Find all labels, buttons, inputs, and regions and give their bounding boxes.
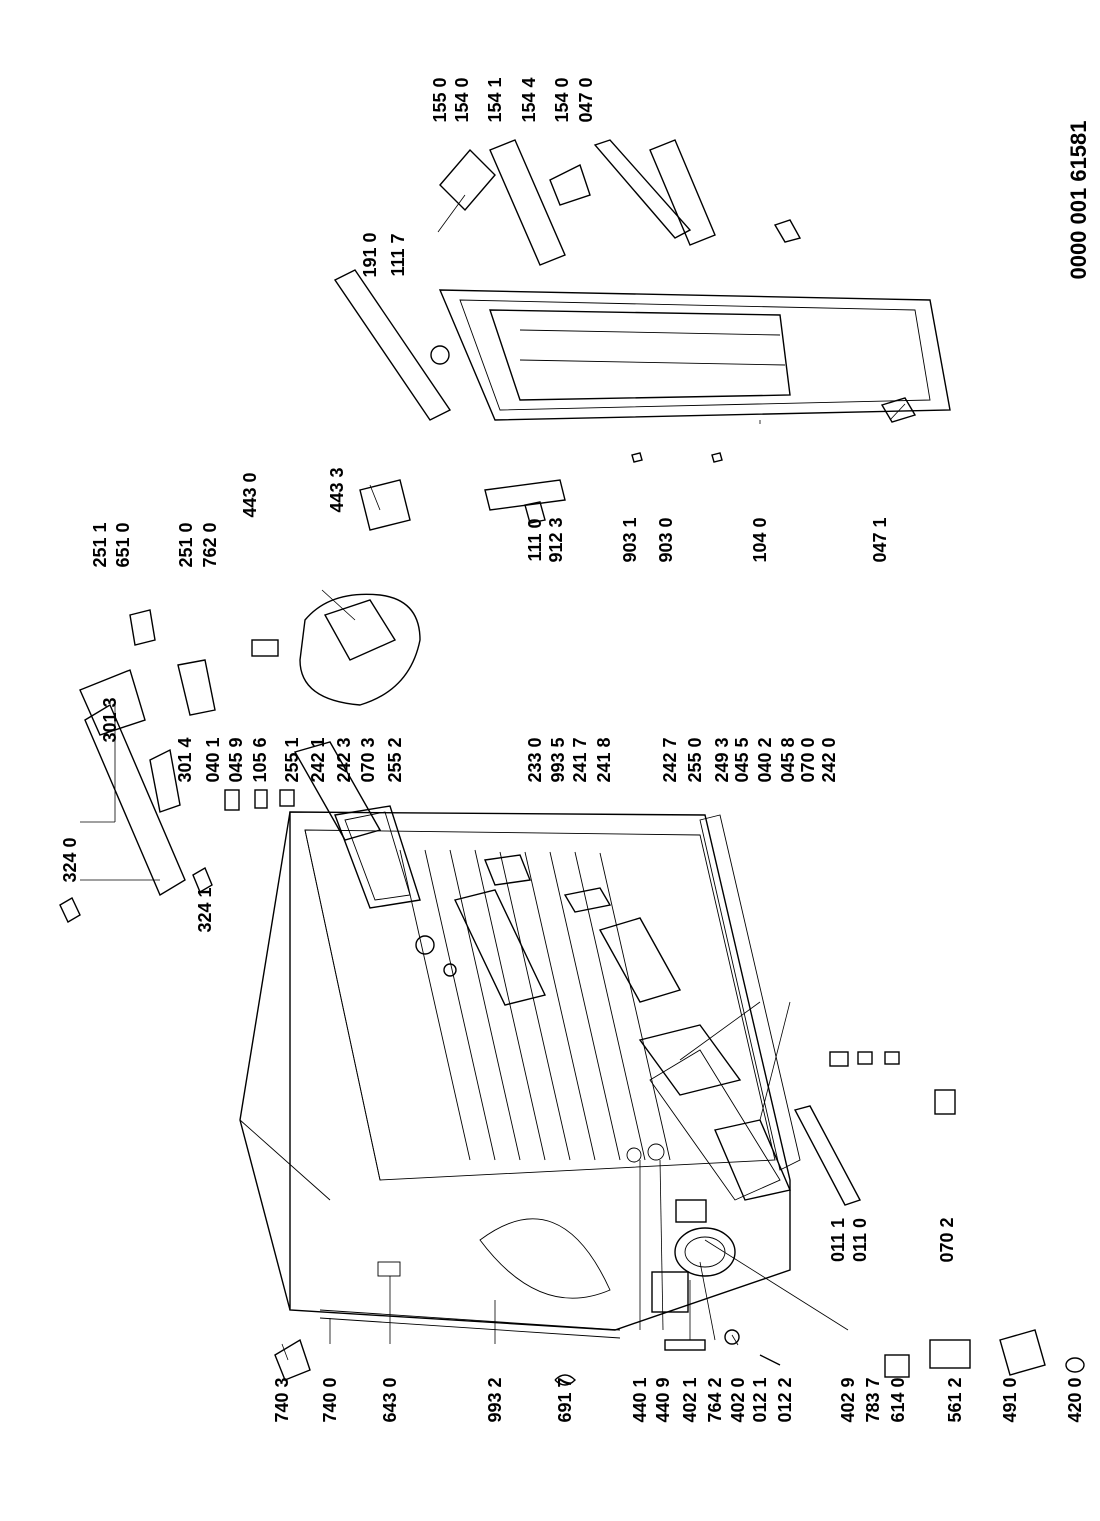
callout-561-2: 561 2 [945,1377,965,1422]
callout-154-1: 154 1 [485,77,505,122]
callout-012-1: 012 1 [750,1377,770,1422]
callout-242-1: 242 1 [308,737,328,782]
callout-155-0: 155 0 [430,77,450,122]
callout-241-7: 241 7 [570,737,590,782]
callout-047-1: 047 1 [870,517,890,562]
callout-249-3: 249 3 [712,737,732,782]
callout-012-2: 012 2 [775,1377,795,1422]
callout-912-3: 912 3 [546,517,566,562]
callout-420-0: 420 0 [1065,1377,1085,1422]
shelves-drawing [224,741,956,1206]
callout-903-0: 903 0 [656,517,676,562]
control-box-drawing [79,479,421,736]
cabinet-drawing [239,811,801,1339]
callout-105-6: 105 6 [250,737,270,782]
callout-301-4: 301 4 [175,737,195,782]
callout-402-1: 402 1 [680,1377,700,1422]
callout-242-3: 242 3 [334,737,354,782]
drawing-number: 0000 001 61581 [1066,120,1091,279]
callout-242-7: 242 7 [660,737,680,782]
callout-045-8: 045 8 [778,737,798,782]
callout-011-1: 011 1 [828,1218,848,1262]
callout-154-0: 154 0 [452,77,472,122]
callout-070-3: 070 3 [358,737,378,782]
callout-993-5: 993 5 [548,737,568,782]
callout-324-1: 324 1 [195,887,215,932]
callout-233-0: 233 0 [525,737,545,782]
callout-070-2: 070 2 [937,1217,957,1262]
callout-154-4: 154 4 [519,77,539,122]
callout-614-0: 614 0 [888,1377,908,1422]
compressor-drawing [651,1199,781,1366]
callout-191-0: 191 0 [360,232,380,277]
callout-440-1: 440 1 [630,1377,650,1422]
callout-104-0: 104 0 [750,517,770,562]
callout-255-2: 255 2 [385,737,405,782]
callout-691-7: 691 7 [555,1377,575,1422]
callout-443-0: 443 0 [240,472,260,517]
callout-242-0: 242 0 [819,737,839,782]
callout-111-7: 111 7 [388,233,408,276]
leader-lines [80,194,906,1361]
top-cover-drawing [59,703,213,923]
callout-783-7: 783 7 [863,1377,883,1422]
callout-903-1: 903 1 [620,517,640,562]
callout-040-2: 040 2 [755,737,775,782]
callout-443-3: 443 3 [327,467,347,512]
callout-993-2: 993 2 [485,1377,505,1422]
callout-045-9: 045 9 [226,737,246,782]
callout-154-0: 154 0 [552,77,572,122]
callout-402-9: 402 9 [838,1377,858,1422]
door-drawing [333,269,951,524]
callout-241-8: 241 8 [594,737,614,782]
callout-070-0: 070 0 [798,737,818,782]
callout-255-0: 255 0 [685,737,705,782]
callout-045-5: 045 5 [732,737,752,782]
callout-111-0: 111 0 [525,518,545,561]
callout-651-0: 651 0 [113,522,133,567]
callout-491-0: 491 0 [1000,1377,1020,1422]
callout-324-0: 324 0 [60,837,80,882]
callout-011-0: 011 0 [850,1218,870,1262]
callout-762-0: 762 0 [200,522,220,567]
callout-040-1: 040 1 [203,737,223,782]
door-bins-drawing [439,139,802,266]
callout-047-0: 047 0 [576,77,596,122]
callout-740-0: 740 0 [320,1377,340,1422]
callout-643-0: 643 0 [380,1377,400,1422]
callout-301-3: 301 3 [100,697,120,742]
cabinet-shelf-ribs [399,849,671,1161]
callout-251-1: 251 1 [90,522,110,567]
callout-402-0: 402 0 [728,1377,748,1422]
callout-440-9: 440 9 [653,1377,673,1422]
callout-251-0: 251 0 [176,522,196,567]
callout-764-2: 764 2 [705,1377,725,1422]
callout-255-1: 255 1 [282,737,302,782]
small-parts-drawing [274,1329,1085,1386]
callout-740-3: 740 3 [272,1377,292,1422]
